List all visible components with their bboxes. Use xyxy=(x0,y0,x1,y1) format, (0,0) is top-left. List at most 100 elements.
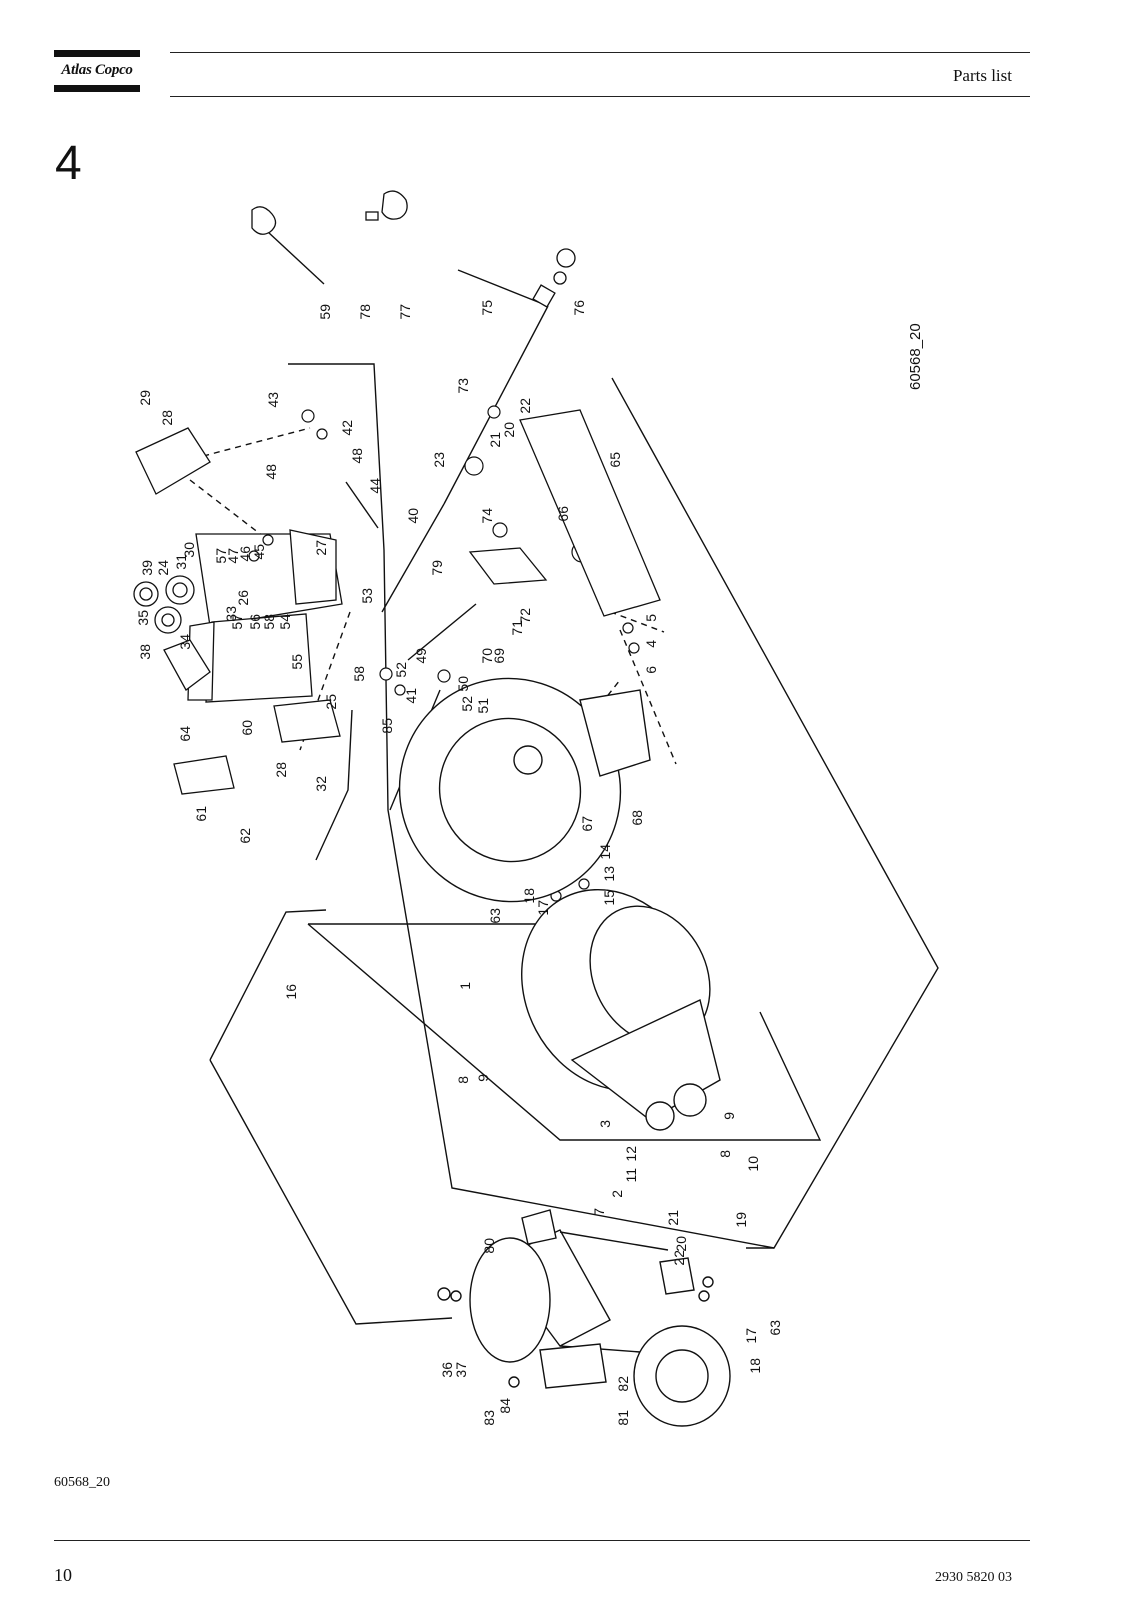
callout-number: 21 xyxy=(665,1210,681,1226)
page-number: 10 xyxy=(54,1565,72,1585)
callout-number: 21 xyxy=(487,432,503,448)
logo-bar-top xyxy=(54,50,140,57)
callout-number: 58 xyxy=(261,614,277,630)
callout-number: 37 xyxy=(453,1362,469,1378)
callout-number: 3 xyxy=(597,1120,613,1128)
callout-number: 49 xyxy=(413,648,429,664)
callout-number: 40 xyxy=(405,508,421,524)
header-rule-top xyxy=(170,52,1030,53)
callout-number: 48 xyxy=(263,464,279,480)
callout-number: 63 xyxy=(767,1320,783,1336)
callout-number: 13 xyxy=(601,866,617,882)
callout-number: 43 xyxy=(265,392,281,408)
page-title: Parts list xyxy=(952,66,1012,85)
callout-number: 48 xyxy=(349,448,365,464)
callout-number: 64 xyxy=(177,726,193,742)
callout-number: 9 xyxy=(721,1112,737,1120)
callout-number: 72 xyxy=(517,608,533,624)
callout-number: 38 xyxy=(137,644,153,660)
callout-number: 6 xyxy=(643,666,659,674)
callout-number: 54 xyxy=(277,614,293,630)
callout-number: 25 xyxy=(323,694,339,710)
document-number: 2930 5820 03 xyxy=(935,1570,1012,1585)
callout-number: 36 xyxy=(439,1362,455,1378)
callout-number: 22 xyxy=(517,398,533,414)
callout-number: 52 xyxy=(393,662,409,678)
callout-number: 66 xyxy=(555,506,571,522)
callout-number: 57 xyxy=(229,614,245,630)
callout-number: 58 xyxy=(351,666,367,682)
callout-number: 84 xyxy=(497,1398,513,1414)
callout-number: 5 xyxy=(643,614,659,622)
callout-number: 35 xyxy=(135,610,151,626)
callout-number: 63 xyxy=(487,908,503,924)
callout-number: 1 xyxy=(457,982,473,990)
atlas-copco-logo: Atlas Copco xyxy=(54,50,140,92)
callout-number: 68 xyxy=(629,810,645,826)
callout-number: 23 xyxy=(431,452,447,468)
callout-number: 28 xyxy=(273,762,289,778)
callout-number: 27 xyxy=(313,540,329,556)
callout-number: 10 xyxy=(745,1156,761,1172)
callout-number: 26 xyxy=(235,590,251,606)
callout-number: 31 xyxy=(173,554,189,570)
callout-number: 34 xyxy=(177,634,193,650)
callout-number: 82 xyxy=(615,1376,631,1392)
callout-number: 19 xyxy=(733,1212,749,1228)
callout-number: 2 xyxy=(609,1190,625,1198)
callout-number: 76 xyxy=(571,300,587,316)
callout-number: 81 xyxy=(615,1410,631,1426)
callout-number: 32 xyxy=(313,776,329,792)
callout-number: 46 xyxy=(237,546,253,562)
callout-number: 55 xyxy=(289,654,305,670)
callout-number: 28 xyxy=(159,410,175,426)
section-number: 4 xyxy=(55,137,82,190)
callout-number: 14 xyxy=(597,844,613,860)
callout-number: 18 xyxy=(521,888,537,904)
callout-number: 11 xyxy=(623,1168,639,1183)
callout-number: 41 xyxy=(403,688,419,704)
callout-number: 47 xyxy=(225,548,241,564)
callout-number: 69 xyxy=(491,648,507,664)
callout-number: 79 xyxy=(429,560,445,576)
callout-number: 80 xyxy=(481,1238,497,1254)
figure-id-rotated: 60568_20 xyxy=(907,323,924,390)
callout-number: 60 xyxy=(239,720,255,736)
callout-number: 4 xyxy=(643,640,659,648)
callout-number: 17 xyxy=(743,1328,759,1344)
callout-number: 53 xyxy=(359,588,375,604)
logo-wordmark: Atlas Copco xyxy=(61,62,133,78)
callout-number: 77 xyxy=(397,304,413,320)
callout-number: 52 xyxy=(459,696,475,712)
callout-number: 67 xyxy=(579,816,595,832)
callout-number: 73 xyxy=(455,378,471,394)
callout-number: 9 xyxy=(475,1074,491,1082)
callout-number: 61 xyxy=(193,806,209,822)
callout-number: 33 xyxy=(223,606,239,622)
callout-number: 29 xyxy=(137,390,153,406)
callout-number: 71 xyxy=(509,620,525,636)
callout-number: 17 xyxy=(535,900,551,916)
callout-number: 78 xyxy=(357,304,373,320)
callout-number: 56 xyxy=(247,614,263,630)
callout-number: 62 xyxy=(237,828,253,844)
callout-number: 20 xyxy=(501,422,517,438)
callout-number: 74 xyxy=(479,508,495,524)
callout-number: 59 xyxy=(317,304,333,320)
callout-number: 44 xyxy=(367,478,383,494)
logo-bar-bottom xyxy=(54,85,140,92)
figure-label: 60568_20 xyxy=(54,1475,110,1490)
callout-number: 70 xyxy=(479,648,495,664)
callout-number: 42 xyxy=(339,420,355,436)
callout-number: 75 xyxy=(479,300,495,316)
callout-number: 57 xyxy=(213,548,229,564)
callout-number: 12 xyxy=(623,1146,639,1162)
callout-number: 39 xyxy=(139,560,155,576)
callout-number: 50 xyxy=(455,676,471,692)
callout-number: 30 xyxy=(181,542,197,558)
callout-number: 45 xyxy=(251,544,267,560)
callout-number: 65 xyxy=(607,452,623,468)
callout-number: 22 xyxy=(671,1250,687,1266)
callout-number: 7 xyxy=(591,1208,607,1216)
